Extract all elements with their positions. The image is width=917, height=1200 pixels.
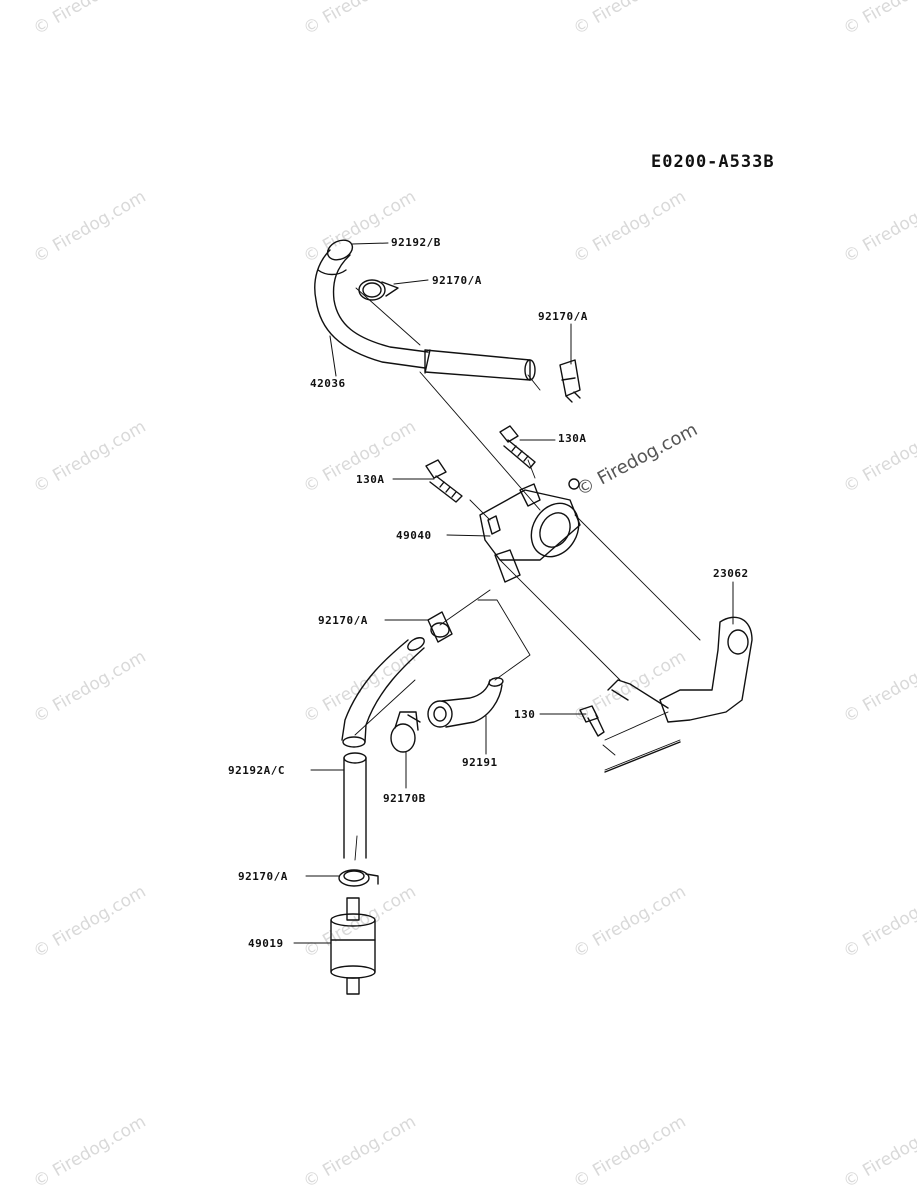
clamp-upper [358,279,399,301]
part-label: 92191 [462,756,498,769]
part-label: 130 [514,708,536,721]
bracket-23062 [604,616,753,773]
part-label: 49019 [248,937,284,950]
leader-lines [293,242,734,944]
part-label: 42036 [310,377,346,390]
part-label: 130A [356,473,385,486]
bolt-130a-left [425,459,463,503]
bolt-130a-upper [499,425,536,469]
elbow-hose-92191 [427,677,504,728]
clamp-middle [427,611,453,643]
part-label: 92192/B [391,236,441,249]
part-label: 92170/A [538,310,588,323]
part-label: 49040 [396,529,432,542]
part-label: 92170/A [238,870,288,883]
clamp-lower [338,869,379,887]
part-label: 23062 [713,567,749,580]
hose-straight-segment [343,752,367,859]
bolt-130 [579,705,605,737]
fuel-hose-42036 [314,239,536,381]
part-label: 130A [558,432,587,445]
part-label: 92170/A [432,274,482,287]
part-label: 92192A/C [228,764,285,777]
part-label: 92170/A [318,614,368,627]
fuel-pump-49040 [479,478,581,583]
fuel-filter-49019 [330,897,376,995]
clamp-92170b [390,711,421,753]
diagram-code: E0200-A533B [651,152,775,172]
guide-lines [354,287,701,861]
clamp-right [559,359,581,403]
part-label: 92170B [383,792,426,805]
hose-bent-segment [341,637,425,748]
